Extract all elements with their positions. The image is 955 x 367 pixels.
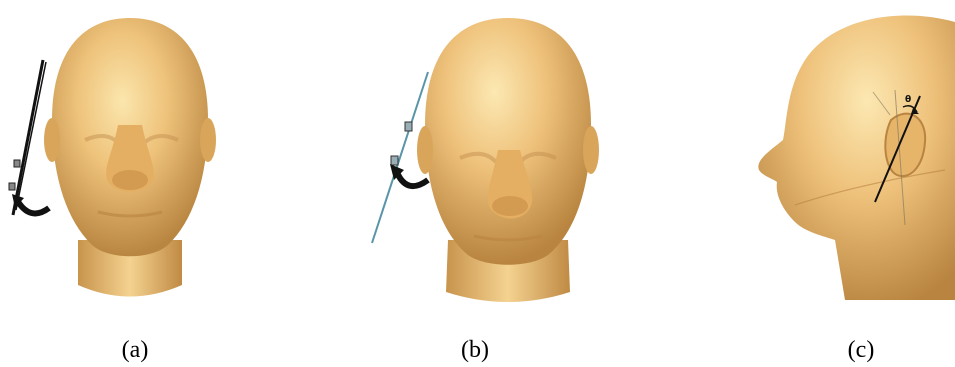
probe-marker-top [14,160,20,167]
ear-right [583,126,599,174]
head-side-figure: θ [705,0,955,367]
angle-label: θ [905,95,911,105]
caption-a: (a) [95,337,175,364]
ear-left [417,126,433,174]
panel-b: (b) [318,0,636,367]
panel-a: (a) [0,0,300,367]
caption-c: (c) [821,337,901,364]
caption-b: (b) [435,337,515,364]
ear-left [44,118,60,162]
probe-marker-bottom [9,183,15,190]
head [758,16,955,300]
rotation-arrow [17,200,49,213]
head-front-figure [318,0,636,367]
probe-rod [13,60,43,215]
head-front-figure [0,0,300,367]
head [425,18,591,265]
panel-c: θ (c) [705,0,955,367]
probe-marker-top [405,122,412,131]
probe-marker-bottom [391,156,398,165]
ear-right [200,118,216,162]
